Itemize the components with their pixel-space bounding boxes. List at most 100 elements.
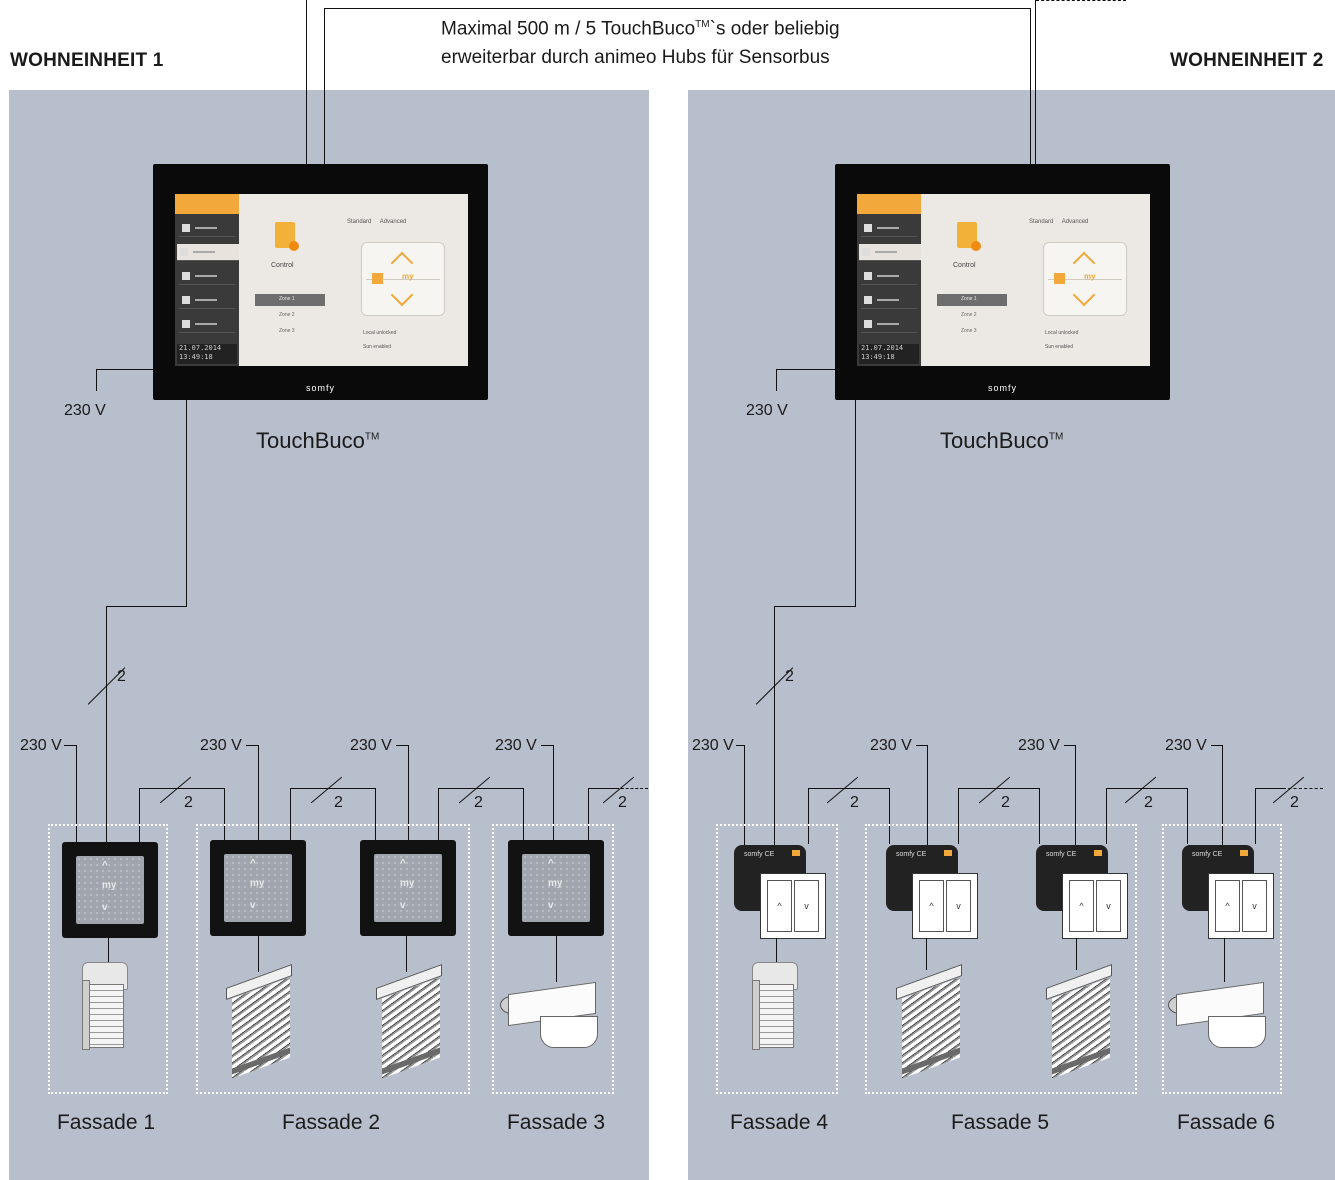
link-count: 2 — [184, 794, 193, 811]
module-power-h — [736, 745, 745, 746]
link-wire — [438, 788, 524, 789]
module-voltage-1: 230 V — [20, 737, 62, 754]
unit-2-title: WOHNEINHEIT 2 — [1170, 50, 1324, 71]
motor-wire — [776, 938, 777, 964]
menu-item-sensors[interactable] — [179, 268, 235, 285]
somfy-logo: somfy — [305, 383, 335, 393]
power-wire-v — [776, 369, 777, 391]
link-wire-ext — [1283, 788, 1323, 789]
module-power-v — [258, 745, 259, 842]
zone-3[interactable]: Zone 3 — [279, 328, 295, 334]
zone-3[interactable]: Zone 3 — [961, 328, 977, 334]
link-count: 2 — [334, 794, 343, 811]
controller-caption-2: TouchBucoTM — [940, 428, 1064, 453]
panel-logo — [857, 194, 921, 214]
up-arrow-icon[interactable] — [1072, 251, 1096, 275]
menu-item-home[interactable] — [861, 220, 917, 237]
bus-count: 2 — [117, 668, 126, 685]
tab-advanced[interactable]: Advanced — [1061, 219, 1089, 225]
module-power-h — [64, 745, 77, 746]
tab-standard[interactable]: Standard — [1029, 219, 1054, 225]
up-arrow-icon[interactable] — [390, 251, 414, 275]
note-line1-tm: TM — [695, 19, 710, 30]
note-line2: erweiterbar durch animeo Hubs für Sensor… — [441, 47, 830, 69]
module-power-v — [1222, 745, 1223, 847]
down-arrow-icon[interactable] — [1072, 283, 1096, 307]
menu-item-home[interactable] — [179, 220, 235, 237]
module-power-v — [408, 745, 409, 842]
module-voltage-4: 230 V — [1165, 737, 1207, 754]
zone-1[interactable]: Zone 1 — [279, 296, 295, 302]
module-voltage-3: 230 V — [1018, 737, 1060, 754]
facade-label-5: Fassade 5 — [950, 1111, 1050, 1134]
facade-label-2: Fassade 2 — [281, 1111, 381, 1134]
link-wire — [139, 788, 140, 842]
motor-wire — [108, 938, 109, 964]
link-wire — [808, 788, 890, 789]
motor-wire — [258, 936, 259, 972]
menu-item-log[interactable] — [179, 292, 235, 309]
zone-selected[interactable] — [937, 294, 1007, 306]
menu-item-settings[interactable] — [861, 316, 917, 333]
bus-wire-down — [106, 606, 107, 846]
power-wire-h — [776, 369, 835, 370]
link-count: 2 — [1144, 794, 1153, 811]
stop-icon[interactable] — [1054, 273, 1065, 284]
remote-control-widget[interactable]: my — [361, 242, 445, 316]
my-button[interactable]: my — [402, 272, 414, 281]
menu-item-control[interactable] — [177, 244, 239, 261]
facade-group-6 — [1162, 824, 1282, 1094]
link-wire — [1255, 788, 1283, 789]
link-wire — [290, 788, 291, 842]
link-wire — [958, 788, 1040, 789]
facade-group-1 — [48, 824, 168, 1094]
top-wire-a-v — [306, 0, 307, 167]
toggle-local[interactable]: Local unlocked — [363, 330, 397, 336]
panel-logo — [175, 194, 239, 214]
awning-icon — [500, 978, 600, 1058]
link-wire — [438, 788, 439, 842]
module-power-h — [1064, 745, 1076, 746]
note-line1-pre: Maximal 500 m / 5 TouchBuco — [441, 18, 696, 40]
zone-2[interactable]: Zone 2 — [279, 312, 295, 318]
control-icon — [957, 222, 981, 251]
zone-selected[interactable] — [255, 294, 325, 306]
tab-standard[interactable]: Standard — [347, 219, 372, 225]
menu-item-log[interactable] — [861, 292, 917, 309]
top-wire-b-h — [324, 8, 1030, 9]
menu-item-settings[interactable] — [179, 316, 235, 333]
stop-icon[interactable] — [372, 273, 383, 284]
motor-wire — [926, 938, 927, 970]
link-wire — [588, 788, 589, 842]
link-wire — [139, 788, 225, 789]
my-button[interactable]: my — [1084, 272, 1096, 281]
facade-label-4: Fassade 4 — [729, 1111, 829, 1134]
remote-control-widget[interactable]: my — [1043, 242, 1127, 316]
module-voltage-2: 230 V — [870, 737, 912, 754]
toggle-sun[interactable]: Sun enabled — [363, 344, 392, 350]
link-wire — [889, 788, 890, 844]
menu-item-control[interactable] — [859, 244, 921, 261]
panel-tabs[interactable]: Standard Advanced — [347, 219, 406, 225]
toggle-local[interactable]: Local unlocked — [1045, 330, 1079, 336]
controller-caption-1: TouchBucoTM — [256, 428, 380, 453]
zone-2[interactable]: Zone 2 — [961, 312, 977, 318]
down-arrow-icon[interactable] — [390, 283, 414, 307]
venetian-blind-icon — [1046, 963, 1116, 1079]
link-wire — [958, 788, 959, 844]
toggle-sun[interactable]: Sun enabled — [1045, 344, 1074, 350]
module-power-v — [76, 745, 77, 846]
panel-tabs[interactable]: Standard Advanced — [1029, 219, 1088, 225]
module-power-v — [744, 745, 745, 847]
zone-1[interactable]: Zone 1 — [961, 296, 977, 302]
menu-item-sensors[interactable] — [861, 268, 917, 285]
tab-advanced[interactable]: Advanced — [379, 219, 407, 225]
link-wire — [1106, 788, 1188, 789]
panel-voltage-label: 230 V — [64, 402, 106, 419]
